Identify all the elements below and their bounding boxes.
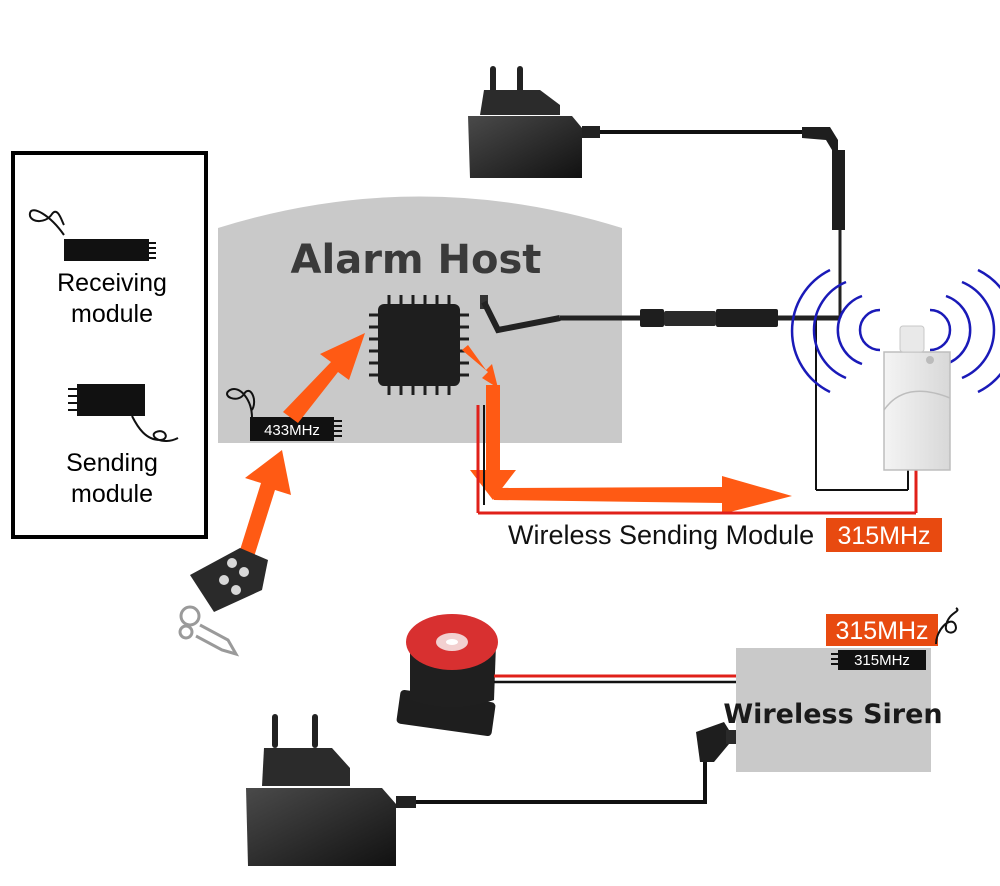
arrow-module-to-chip [283, 333, 365, 423]
sender-caption: Wireless Sending Module [508, 520, 814, 550]
siren-title: Wireless Siren [723, 699, 942, 730]
siren-freq-big: 315MHz [835, 617, 928, 645]
legend-box: Receiving module Sending module [11, 151, 208, 539]
host-433mhz-module: 433MHz [226, 388, 342, 441]
power-adapter-bottom-icon [246, 714, 736, 866]
siren-speaker-icon [396, 614, 498, 736]
host-wiring [476, 230, 918, 515]
siren-freq-small: 315MHz [854, 652, 910, 669]
remote-control-icon [178, 548, 268, 657]
wireless-sensor [790, 268, 1000, 471]
legend-sending-line2: module [71, 480, 153, 508]
arrow-chip-to-sender [462, 345, 498, 388]
alarm-host-title: Alarm Host [291, 237, 542, 283]
signal-wave-icon [790, 268, 1000, 394]
power-adapter-top-icon [468, 66, 845, 230]
sending-module-caption: Wireless Sending Module 315MHz [508, 518, 942, 552]
signal-arrows [233, 333, 792, 568]
siren-freq-tag [826, 614, 938, 646]
legend-sending-line1: Sending [66, 449, 158, 477]
arrow-down-to-line [470, 385, 516, 500]
wireless-siren-box: 315MHz 315MHz Wireless Siren [723, 607, 959, 772]
sender-freq: 315MHz [837, 522, 930, 550]
arrow-line-to-sensor [494, 476, 792, 514]
legend-receiving-line2: module [71, 300, 153, 328]
host-dc-jack [480, 295, 561, 334]
sender-freq-tag [826, 518, 942, 552]
host-rf-label: 433MHz [264, 422, 320, 439]
host-chip-icon [369, 295, 469, 395]
sending-module-icon [68, 384, 179, 442]
arrow-remote-to-host [233, 450, 291, 568]
receiving-module-icon [28, 209, 156, 261]
siren-wires [494, 674, 736, 684]
legend-receiving-line1: Receiving [57, 269, 167, 297]
